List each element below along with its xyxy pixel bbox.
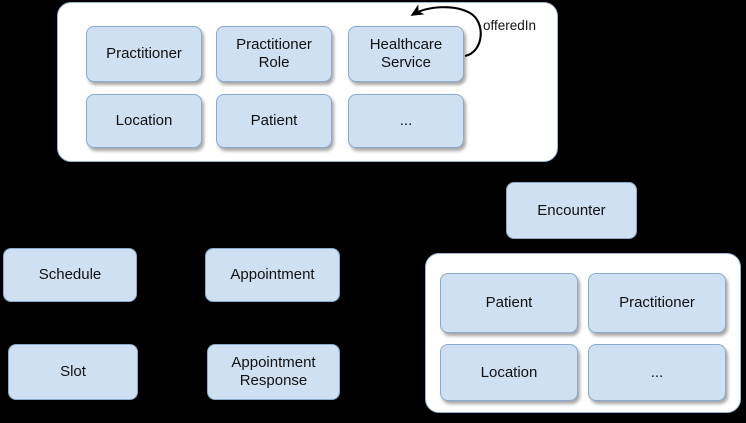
entity-schedule[interactable]: Schedule (3, 248, 137, 302)
entity-location-top[interactable]: Location (86, 94, 202, 148)
entity-location-encounter[interactable]: Location (440, 344, 578, 401)
entity-slot[interactable]: Slot (8, 344, 138, 400)
entity-appointment[interactable]: Appointment (205, 248, 340, 302)
entity-healthcare-service[interactable]: Healthcare Service (348, 26, 464, 82)
entity-label: Encounter (537, 201, 606, 219)
entity-label: Location (480, 363, 538, 381)
offered-in-label: offeredIn (483, 18, 537, 33)
entity-practitioner-role[interactable]: Practitioner Role (216, 26, 332, 82)
entity-patient-top[interactable]: Patient (216, 94, 332, 148)
entity-label: Practitioner Role (236, 36, 312, 71)
entity-label: ... (650, 363, 664, 381)
entity-label: Location (115, 112, 173, 130)
entity-label: Practitioner (106, 45, 182, 63)
entity-label: Schedule (38, 266, 102, 284)
entity-label: Slot (60, 363, 86, 381)
entity-encounter[interactable]: Encounter (506, 182, 637, 239)
entity-patient-encounter[interactable]: Patient (440, 273, 578, 333)
entity-label: Patient (250, 112, 298, 130)
entity-practitioner-encounter[interactable]: Practitioner (588, 273, 726, 333)
entity-label: Appointment Response (231, 354, 316, 389)
offered-in-self-loop-arrow (410, 4, 482, 58)
entity-label: Appointment (230, 266, 315, 284)
entity-ellipsis-top[interactable]: ... (348, 94, 464, 148)
entity-appointment-response[interactable]: Appointment Response (207, 344, 340, 400)
entity-label: Patient (485, 294, 533, 312)
entity-practitioner-top[interactable]: Practitioner (86, 26, 202, 82)
entity-label: Healthcare Service (369, 36, 443, 71)
entity-ellipsis-encounter[interactable]: ... (588, 344, 726, 401)
entity-label: ... (399, 112, 413, 130)
entity-label: Practitioner (619, 294, 695, 312)
